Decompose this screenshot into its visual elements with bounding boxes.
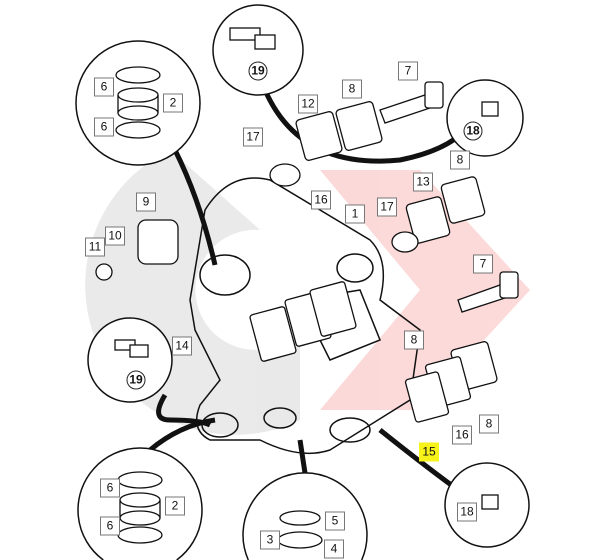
callout-13: 13 — [413, 172, 433, 192]
callout-2: 2 — [163, 93, 183, 113]
callout-10: 10 — [105, 226, 125, 246]
callout-8: 8 — [342, 79, 362, 99]
callout-7: 7 — [473, 254, 493, 274]
leader-lines — [148, 88, 472, 498]
callout-18: 18 — [457, 502, 477, 522]
callout-8: 8 — [404, 330, 424, 350]
callout-8: 8 — [450, 150, 470, 170]
callout-3: 3 — [260, 530, 280, 550]
callout-15-highlighted[interactable]: 15 — [419, 442, 439, 462]
callout-17: 17 — [243, 127, 263, 147]
callout-7: 7 — [398, 61, 418, 81]
callout-17: 17 — [377, 197, 397, 217]
callout-18: 18 — [463, 121, 483, 141]
callout-6: 6 — [100, 478, 120, 498]
callout-5: 5 — [325, 511, 345, 531]
plates — [249, 101, 498, 423]
callout-9: 9 — [136, 192, 156, 212]
callout-6: 6 — [94, 117, 114, 137]
callout-6: 6 — [94, 77, 114, 97]
bushings — [115, 66, 323, 549]
callout-2: 2 — [165, 496, 185, 516]
callout-1: 1 — [345, 204, 365, 224]
callout-11: 11 — [85, 237, 105, 257]
callout-4: 4 — [324, 539, 344, 559]
callout-16: 16 — [311, 190, 331, 210]
callout-19: 19 — [126, 370, 146, 390]
callout-19: 19 — [248, 61, 268, 81]
callout-16: 16 — [452, 425, 472, 445]
bolts-and-washers — [95, 27, 519, 510]
callout-12: 12 — [298, 94, 318, 114]
callout-6: 6 — [100, 516, 120, 536]
callout-8: 8 — [479, 414, 499, 434]
callout-14: 14 — [172, 336, 192, 356]
